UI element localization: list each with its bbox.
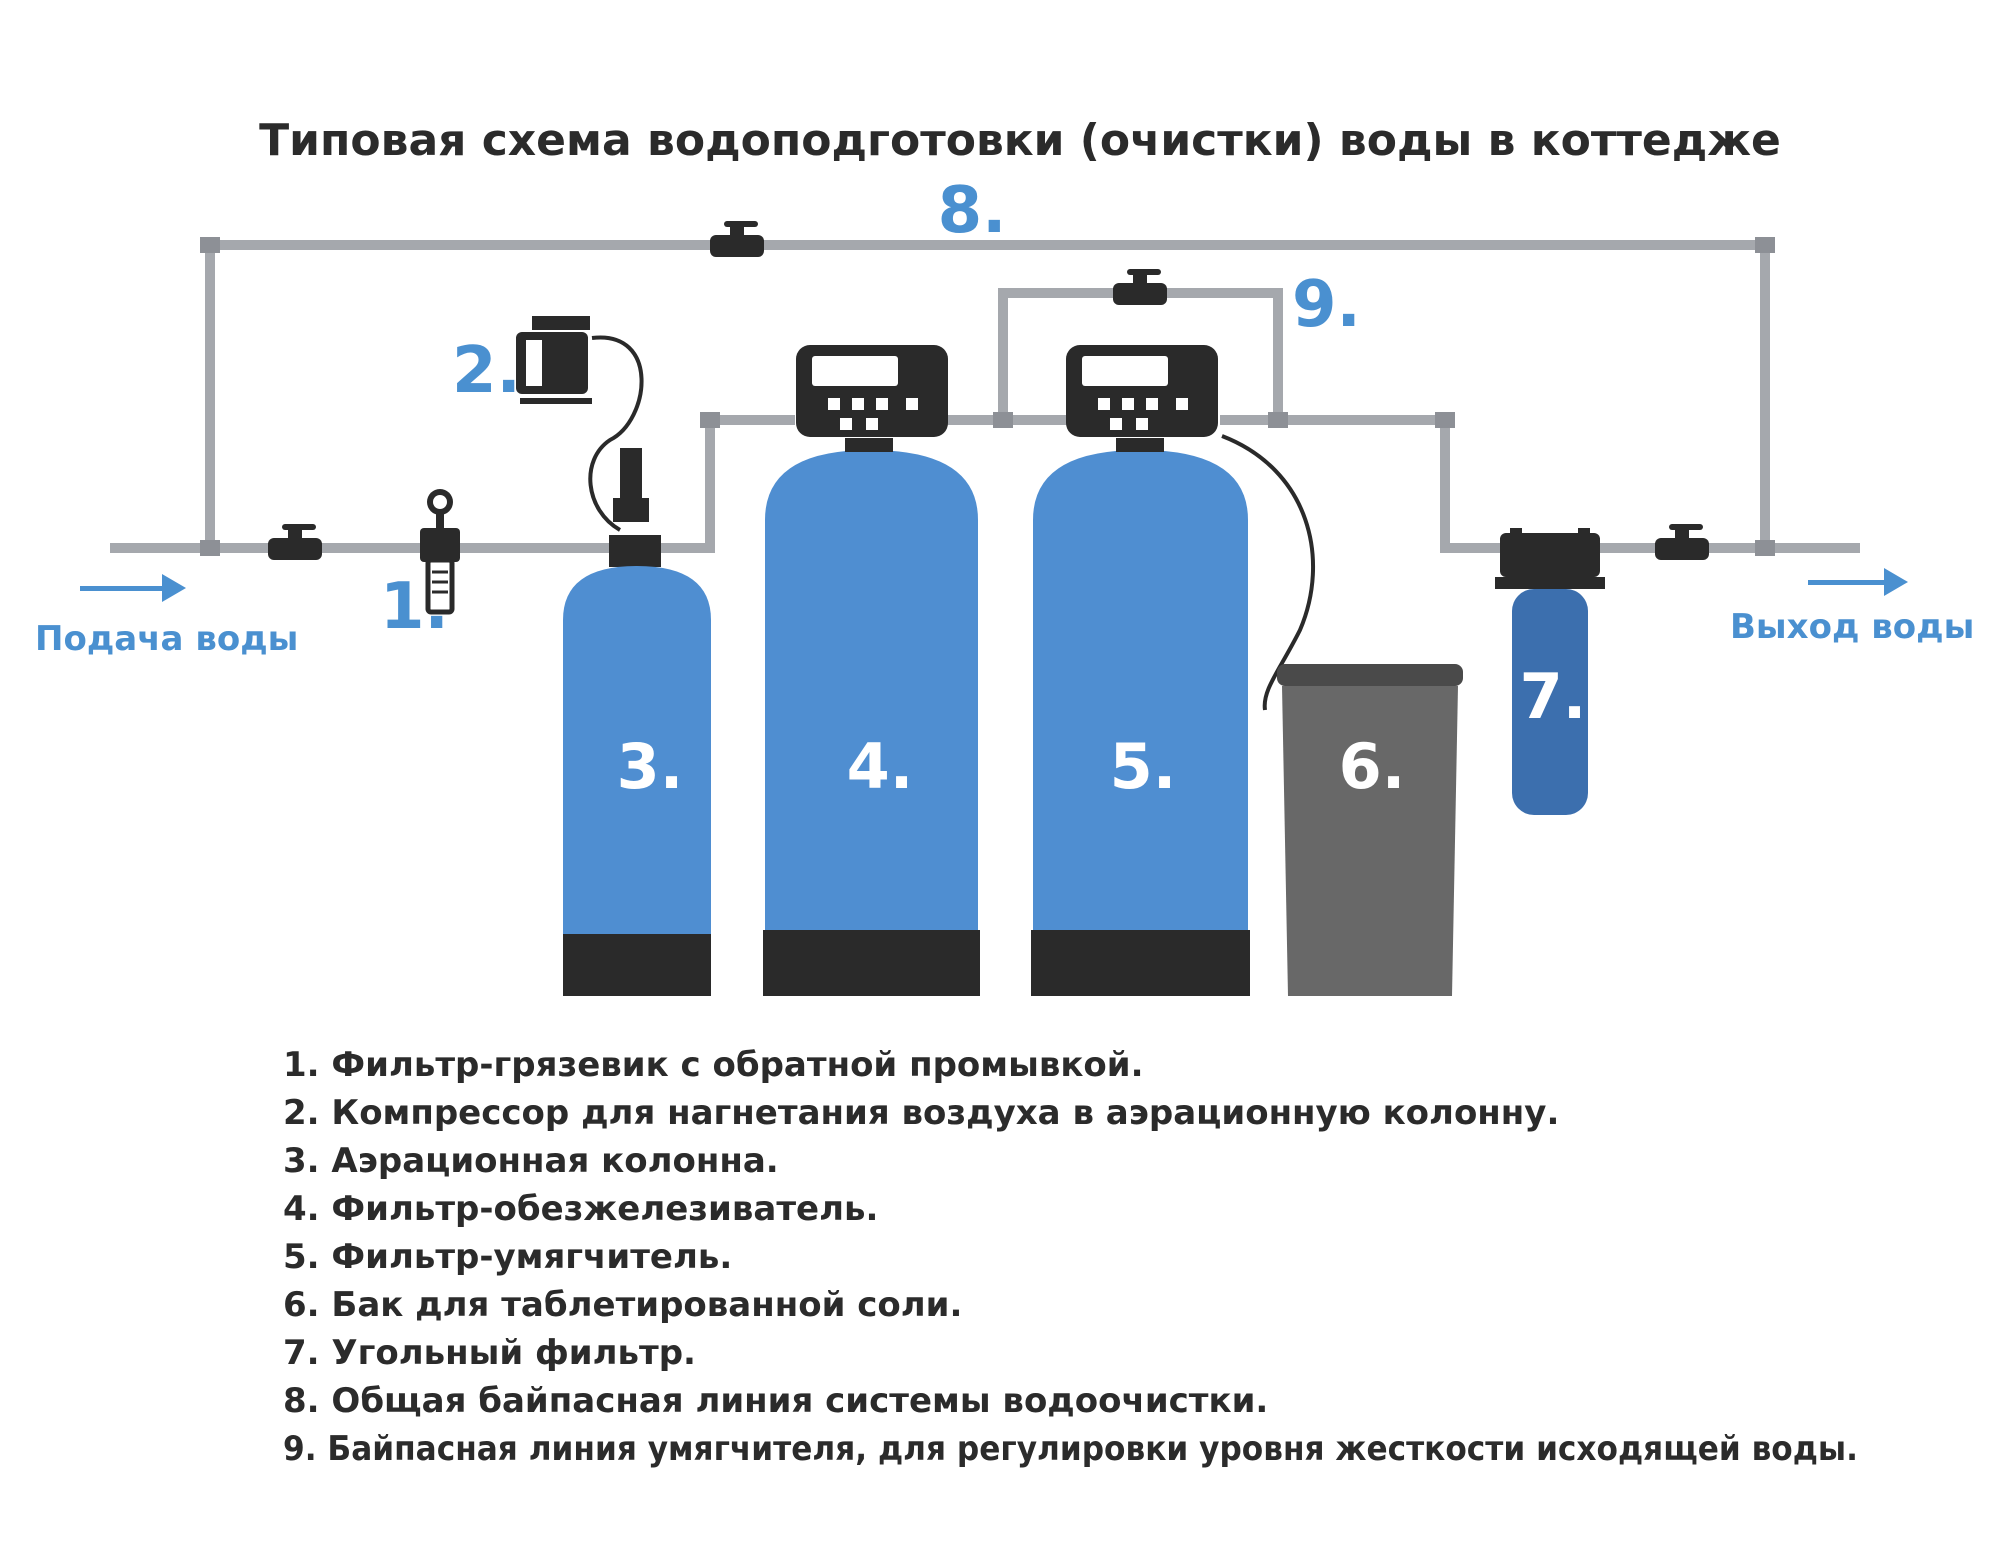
valve[interactable] [710, 221, 764, 257]
valve[interactable] [268, 524, 322, 560]
aeration-column [563, 448, 711, 996]
label-9: 9. [1292, 268, 1361, 342]
pipe-aeration-to-iron-filter [655, 415, 795, 553]
legend-item-9: 9. Байпасная линия умягчителя, для регул… [283, 1429, 1858, 1469]
tank-base [1031, 930, 1250, 996]
water-softener [1031, 345, 1316, 996]
display-screen [1082, 356, 1168, 386]
legend-item-8: 8. Общая байпасная линия системы водоочи… [283, 1381, 1268, 1421]
joint [700, 412, 720, 428]
joint [200, 237, 220, 253]
legend-item-3: 3. Аэрационная колонна. [283, 1141, 779, 1181]
joint [1755, 237, 1775, 253]
joint [1435, 412, 1455, 428]
legend-item-6: 6. Бак для таблетированной соли. [283, 1285, 962, 1325]
brine-line [1221, 434, 1316, 711]
valve[interactable] [1113, 269, 1167, 305]
column-base [563, 934, 711, 996]
label-3: 3. [617, 730, 684, 803]
joint [1268, 412, 1288, 428]
label-1: 1. [380, 570, 449, 644]
label-5: 5. [1110, 730, 1177, 803]
tank-base [763, 930, 980, 996]
sediment-filter [420, 489, 460, 615]
joint [1755, 540, 1775, 556]
label-2: 2. [452, 334, 521, 408]
carbon-filter [1495, 528, 1605, 815]
label-7: 7. [1520, 660, 1587, 733]
label-8: 8. [938, 174, 1007, 248]
label-6: 6. [1339, 730, 1406, 803]
joint [993, 412, 1013, 428]
pipe-softener-to-carbon [1220, 415, 1500, 553]
display-screen [812, 356, 898, 386]
legend-item-2: 2. Компрессор для нагнетания воздуха в а… [283, 1093, 1559, 1133]
control-valve-head[interactable] [796, 345, 948, 437]
label-4: 4. [847, 730, 914, 803]
outlet-label: Выход воды [1730, 607, 1974, 647]
salt-tank [1277, 664, 1463, 996]
legend-item-5: 5. Фильтр-умягчитель. [283, 1237, 732, 1277]
inlet-arrow-icon [80, 574, 186, 602]
iron-removal-filter [763, 345, 980, 996]
pipework [110, 240, 1860, 553]
legend: 1. Фильтр-грязевик с обратной промывкой.… [283, 1045, 1858, 1469]
compressor [516, 316, 644, 532]
main-bypass-line [205, 240, 1770, 553]
inlet-label: Подача воды [35, 619, 298, 659]
compressor-air-hose [588, 335, 644, 532]
legend-item-7: 7. Угольный фильтр. [283, 1333, 696, 1373]
diagram-title: Типовая схема водоподготовки (очистки) в… [259, 115, 1781, 166]
legend-item-4: 4. Фильтр-обезжелезиватель. [283, 1189, 878, 1229]
joint [200, 540, 220, 556]
outlet-arrow-icon [1808, 568, 1908, 596]
valve[interactable] [1655, 524, 1709, 560]
legend-item-1: 1. Фильтр-грязевик с обратной промывкой. [283, 1045, 1144, 1085]
pipe-joints [200, 237, 1775, 556]
control-valve-head[interactable] [1066, 345, 1218, 437]
